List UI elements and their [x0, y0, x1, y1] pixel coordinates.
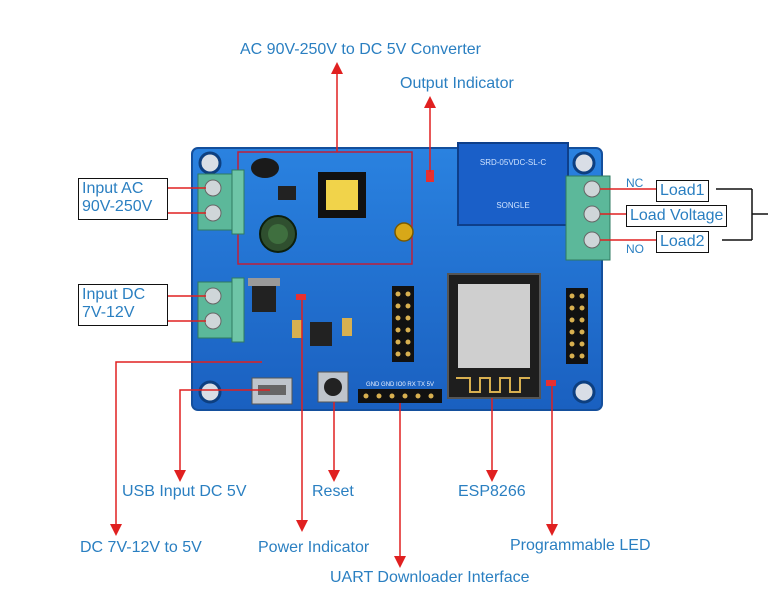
label-load2: Load2	[656, 231, 709, 253]
label-esp8266: ESP8266	[458, 483, 526, 500]
input-dc-line1: Input DC	[82, 286, 146, 303]
label-programmable-led: Programmable LED	[510, 537, 651, 554]
label-load-voltage: Load Voltage	[626, 205, 728, 227]
label-power-indicator: Power Indicator	[258, 539, 370, 556]
label-ac-converter: AC 90V-250V to DC 5V Converter	[240, 41, 482, 58]
input-ac-line2: 90V-250V	[82, 198, 153, 215]
led-power	[296, 294, 306, 300]
label-output-indicator: Output Indicator	[400, 75, 514, 92]
label-input-ac: Input AC 90V-250V	[78, 178, 168, 220]
header-pins-left	[392, 286, 414, 362]
label-reset: Reset	[312, 483, 354, 500]
relay-brand: SONGLE	[496, 201, 529, 210]
uart-header: GND GND IO0 RX TX 5V	[358, 382, 442, 403]
esp8266-module	[447, 273, 541, 399]
led-output	[426, 170, 434, 182]
header-pins-right	[566, 288, 588, 364]
label-input-dc: Input DC 7V-12V	[78, 284, 168, 326]
input-ac-line1: Input AC	[82, 180, 144, 197]
relay: SRD-05VDC-SL-C SONGLE	[457, 142, 569, 226]
input-dc-line2: 7V-12V	[82, 304, 135, 321]
mounting-holes	[198, 151, 596, 404]
uart-pin-labels: GND GND IO0 RX TX 5V	[366, 382, 434, 388]
led-programmable	[546, 380, 556, 386]
capacitor-small	[394, 222, 414, 242]
label-no: NO	[626, 242, 644, 256]
relay-text: SRD-05VDC-SL-C	[480, 158, 546, 167]
label-nc: NC	[626, 176, 644, 190]
regulator	[252, 284, 276, 312]
reset-button-graphic	[317, 371, 349, 403]
label-uart: UART Downloader Interface	[330, 569, 530, 586]
terminal-ac	[197, 169, 245, 235]
label-usb-input: USB Input DC 5V	[122, 483, 247, 500]
label-dc-converter: DC 7V-12V to 5V	[80, 539, 202, 556]
terminal-dc	[197, 277, 245, 343]
label-load1: Load1	[656, 180, 709, 202]
terminal-relay	[565, 175, 611, 261]
